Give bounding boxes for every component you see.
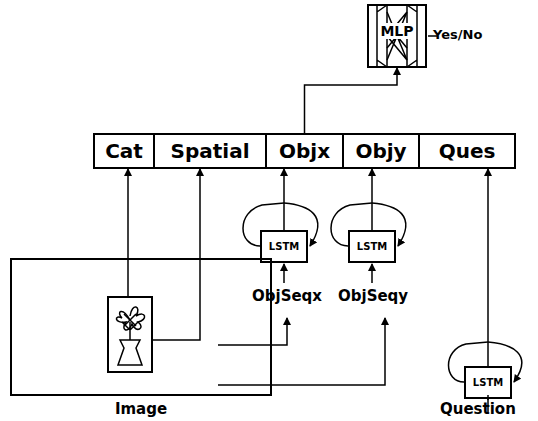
feature-box: Ques xyxy=(418,133,516,169)
box-label: Ques xyxy=(439,139,496,163)
connector-arrow xyxy=(152,169,200,340)
feature-box: Spatial xyxy=(153,133,267,169)
box-label: Cat xyxy=(105,139,143,163)
connector-arrow xyxy=(487,169,489,366)
recurrent-loops xyxy=(243,203,522,382)
box-label: Spatial xyxy=(171,139,250,163)
connector-arrow xyxy=(371,169,373,230)
box-label: LSTM xyxy=(269,241,299,252)
feature-box: Objx xyxy=(265,133,344,169)
sequence-wires xyxy=(218,318,488,412)
feature-box: Objy xyxy=(342,133,420,169)
connector-arrow xyxy=(305,68,398,133)
lstm-box: LSTM xyxy=(464,366,512,399)
input-label: Question xyxy=(440,400,516,418)
box-label: LSTM xyxy=(473,377,503,388)
connector-arrow xyxy=(283,169,285,230)
image-box: Image xyxy=(10,258,272,396)
sequence-label: ObjSeqx xyxy=(252,287,322,305)
connector-arrow xyxy=(127,169,129,297)
lstm-box: LSTM xyxy=(348,230,396,263)
input-arrows xyxy=(284,264,488,400)
sequence-label: ObjSeqy xyxy=(338,287,408,305)
feature-box: Cat xyxy=(93,133,155,169)
vase-picture xyxy=(108,297,152,372)
box-label: Objx xyxy=(279,139,330,163)
image-caption: Image xyxy=(12,400,270,418)
mlp-block: MLP xyxy=(367,4,427,68)
box-label: LSTM xyxy=(357,241,387,252)
box-label: Objy xyxy=(355,139,406,163)
output-label: Yes/No xyxy=(433,27,482,42)
box-label: MLP xyxy=(380,23,413,39)
